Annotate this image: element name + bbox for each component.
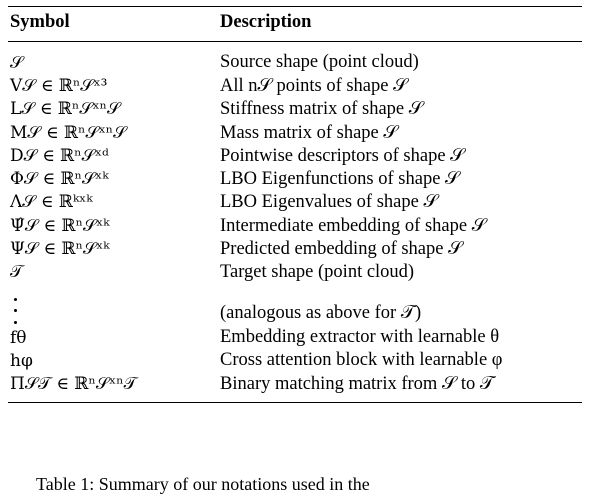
row-symbol: Φ𝒮 ∈ ℝⁿ𝒮ˣᵏ (10, 169, 109, 190)
row-description: LBO Eigenfunctions of shape 𝒮 (220, 169, 460, 190)
table-header: Symbol Description (8, 7, 582, 37)
row-description: (analogous as above for 𝒯) (220, 302, 422, 323)
row-symbol: fθ (10, 327, 27, 348)
row-symbol: Π𝒮𝒯 ∈ ℝⁿ𝒮ˣⁿ𝒯 (10, 374, 137, 395)
row-description: Source shape (point cloud) (220, 52, 419, 73)
table-row: Ψ̂𝒮 ∈ ℝⁿ𝒮ˣᵏ Intermediate embedding of sh… (8, 214, 582, 237)
notation-table: Symbol Description 𝒮 Source shape (point… (8, 6, 582, 403)
table-row: V𝒮 ∈ ℝⁿ𝒮ˣ³ All n𝒮 points of shape 𝒮 (8, 74, 582, 97)
row-symbol: 𝒯 (10, 262, 24, 283)
table-row: fθ Embedding extractor with learnable θ (8, 326, 582, 349)
header-symbol: Symbol (10, 11, 70, 32)
row-description: Cross attention block with learnable φ (220, 350, 503, 371)
vertical-ellipsis-icon (14, 297, 20, 324)
row-description: Pointwise descriptors of shape 𝒮 (220, 145, 465, 166)
row-symbol: L𝒮 ∈ ℝⁿ𝒮ˣⁿ𝒮 (10, 99, 121, 120)
row-symbol: Ψ𝒮 ∈ ℝⁿ𝒮ˣᵏ (10, 239, 110, 260)
row-description: Embedding extractor with learnable θ (220, 327, 500, 348)
row-symbol: Ψ̂𝒮 ∈ ℝⁿ𝒮ˣᵏ (10, 215, 110, 236)
bottom-rule (8, 401, 582, 403)
table-row: Φ𝒮 ∈ ℝⁿ𝒮ˣᵏ LBO Eigenfunctions of shape 𝒮 (8, 167, 582, 190)
table-row: (analogous as above for 𝒯) (8, 284, 582, 326)
row-symbol: M𝒮 ∈ ℝⁿ𝒮ˣⁿ𝒮 (10, 122, 127, 143)
table-body: 𝒮 Source shape (point cloud) V𝒮 ∈ ℝⁿ𝒮ˣ³ … (8, 42, 582, 396)
row-symbol: Λ𝒮 ∈ ℝᵏˣᵏ (10, 192, 93, 213)
row-description: All n𝒮 points of shape 𝒮 (220, 75, 408, 96)
table-row: D𝒮 ∈ ℝⁿ𝒮ˣᵈ Pointwise descriptors of shap… (8, 144, 582, 167)
table-row: Ψ𝒮 ∈ ℝⁿ𝒮ˣᵏ Predicted embedding of shape … (8, 237, 582, 260)
row-symbol: V𝒮 ∈ ℝⁿ𝒮ˣ³ (10, 75, 108, 96)
row-symbol: hφ (10, 350, 33, 371)
table-row: L𝒮 ∈ ℝⁿ𝒮ˣⁿ𝒮 Stiffness matrix of shape 𝒮 (8, 98, 582, 121)
row-description: Mass matrix of shape 𝒮 (220, 122, 398, 143)
row-symbol-vdots (8, 286, 220, 324)
table-row: Λ𝒮 ∈ ℝᵏˣᵏ LBO Eigenvalues of shape 𝒮 (8, 191, 582, 214)
table-row: hφ Cross attention block with learnable … (8, 349, 582, 372)
table-caption: Table 1: Summary of our notations used i… (36, 474, 370, 494)
row-description: Target shape (point cloud) (220, 261, 415, 282)
row-description: Binary matching matrix from 𝒮 to 𝒯 (220, 374, 495, 395)
top-rule (8, 6, 582, 7)
row-symbol: D𝒮 ∈ ℝⁿ𝒮ˣᵈ (10, 145, 109, 166)
table-row: M𝒮 ∈ ℝⁿ𝒮ˣⁿ𝒮 Mass matrix of shape 𝒮 (8, 121, 582, 144)
table-row: Π𝒮𝒯 ∈ ℝⁿ𝒮ˣⁿ𝒯 Binary matching matrix from… (8, 373, 582, 396)
row-description: Predicted embedding of shape 𝒮 (220, 239, 463, 260)
header-description: Description (220, 11, 312, 32)
row-description: LBO Eigenvalues of shape 𝒮 (220, 192, 438, 213)
row-description: Stiffness matrix of shape 𝒮 (220, 99, 424, 120)
table-row: 𝒮 Source shape (point cloud) (8, 51, 582, 74)
row-description: Intermediate embedding of shape 𝒮 (220, 215, 487, 236)
row-symbol: 𝒮 (10, 52, 24, 73)
table-row: 𝒯 Target shape (point cloud) (8, 261, 582, 284)
mid-rule (8, 41, 582, 42)
